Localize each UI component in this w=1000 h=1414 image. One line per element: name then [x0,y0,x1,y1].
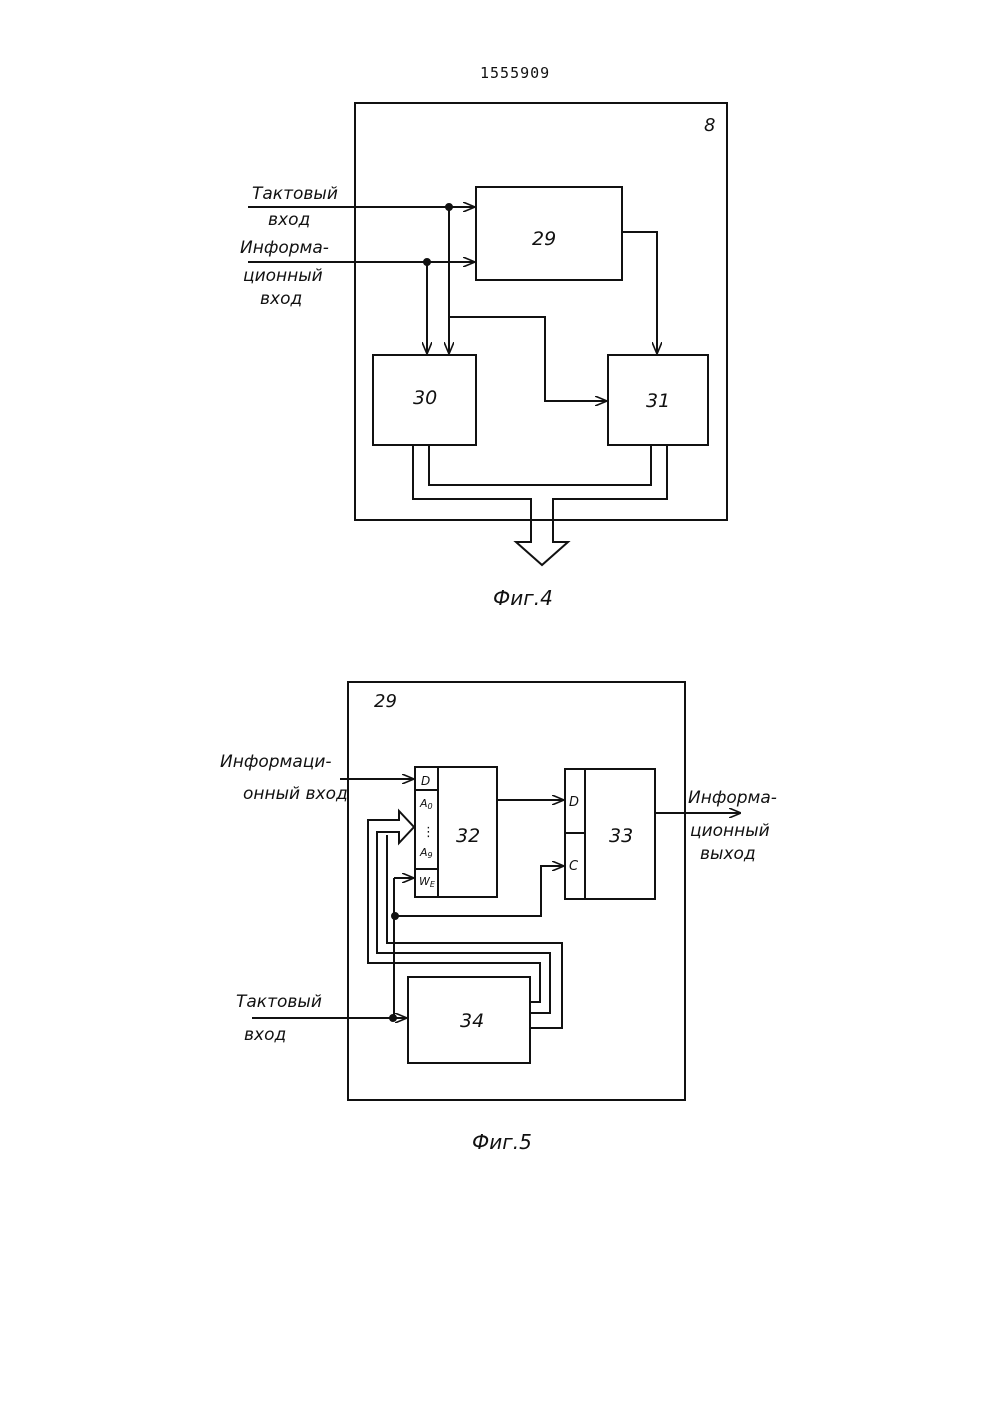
fig4-bus-outer [413,445,667,565]
fig5-pin-a0: A0 [419,797,433,811]
fig5-pin-a9: A9 [419,846,433,860]
fig4-clock-to-31 [449,317,606,401]
fig4-block-31-label: 31 [646,390,670,412]
fig4-caption: Фиг.4 [493,586,553,610]
fig4-clock-label-line2: вход [268,210,310,230]
fig5-clock-label-line1: Тактовый [236,992,322,1012]
fig5-pin-d-32: D [421,774,430,788]
fig4-info-label-line1: Информа- [240,238,329,258]
fig4-clock-label-line1: Тактовый [252,184,338,204]
fig5-block-33-label: 33 [609,825,633,847]
fig4-info-label-line2: ционный [243,266,323,286]
fig5-pin-c-33: C [569,859,579,874]
fig5-pin-we: WE [419,875,436,889]
fig5-clock-to-c [394,866,563,916]
fig5-clock-label-line2: вход [244,1025,286,1045]
fig4-block-30-label: 30 [413,387,437,409]
figure-5 [252,682,740,1100]
fig4-container-label: 8 [704,115,715,136]
fig4-block-29-label: 29 [532,228,556,250]
fig4-29-to-31 [622,232,657,353]
fig5-block-32-label: 32 [456,825,480,847]
fig5-address-bus-outer [387,835,562,1028]
fig5-block-34-label: 34 [460,1010,484,1032]
fig4-bus-inner [429,445,651,485]
fig5-output-label-line3: выход [700,844,756,864]
fig5-container-29 [348,682,685,1100]
fig5-output-label-line1: Информа- [688,788,777,808]
fig5-caption: Фиг.5 [472,1130,532,1154]
figure-4 [248,103,727,565]
fig5-output-label-line2: ционный [690,821,770,841]
fig5-pin-dots: ⋮ [422,825,435,840]
fig5-info-label-line1: Информаци- [220,752,332,772]
fig5-info-label-line2: онный вход [243,784,348,804]
fig4-container-8 [355,103,727,520]
fig5-container-label: 29 [374,691,397,712]
fig5-pin-d-33: D [569,795,579,810]
fig4-info-label-line3: вход [260,289,302,309]
